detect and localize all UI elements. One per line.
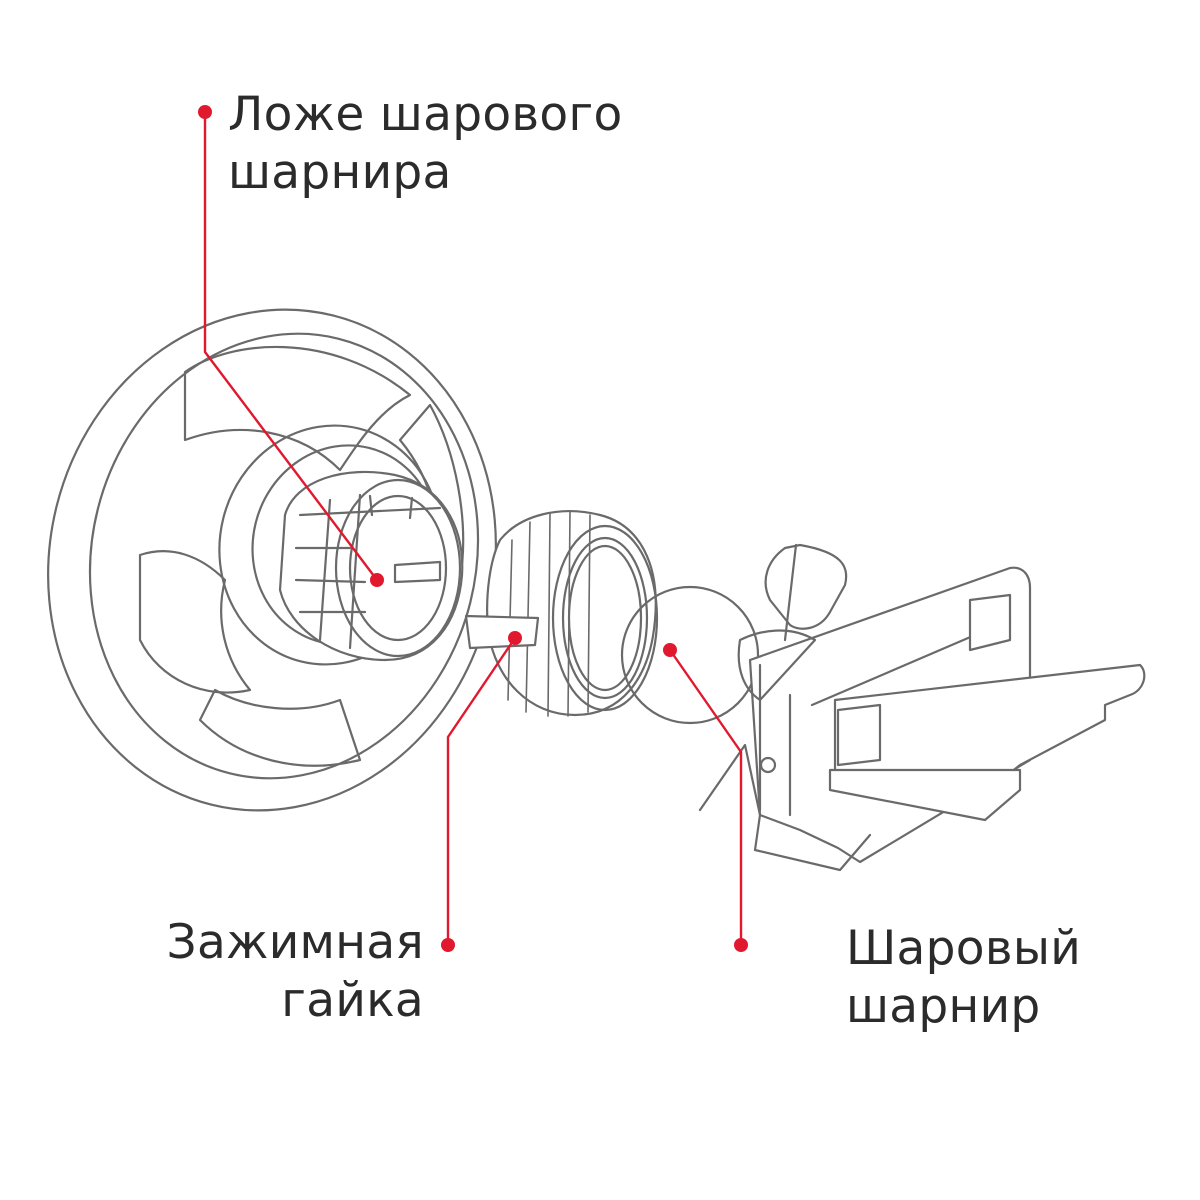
leader-ball-socket [198,105,384,587]
ball-joint-label: Шаровый шарнир [846,920,1081,1036]
ball-socket-label: Ложе шарового шарнира [228,86,623,202]
clamp-nut-label: Зажимная гайка [167,914,424,1030]
ball-joint-label-line2: шарнир [846,979,1041,1034]
ball-socket-label-line1: Ложе шарового [228,87,623,142]
leader-clamp-nut-end-dot [441,938,455,952]
leader-ball-joint [663,643,748,952]
suction-cup-base [47,308,497,812]
ball-socket-label-line2: шарнира [228,145,452,200]
ball-joint [620,585,760,725]
clamp-nut [464,510,659,717]
vent-clip [698,543,1146,872]
clamp-nut-label-line2: гайка [281,973,424,1028]
leader-ball-socket-start-dot [198,105,212,119]
leader-ball-joint-start-dot [663,643,677,657]
leader-ball-joint-end-dot [734,938,748,952]
leader-clamp-nut [441,631,522,952]
clamp-nut-label-line1: Зажимная [166,915,424,970]
ball-socket [278,470,464,662]
leader-ball-socket-end-dot [370,573,384,587]
ball-joint-label-line1: Шаровый [846,921,1082,976]
leader-clamp-nut-start-dot [508,631,522,645]
